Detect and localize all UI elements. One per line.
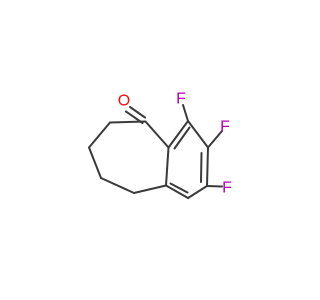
bond-c1-c9a (165, 184, 189, 199)
fluorine-atom-label-mid: F (220, 119, 230, 136)
bond-c2-f (206, 185, 223, 188)
bond-c4a-c4 (167, 120, 189, 149)
bond-c4a-c5 (144, 120, 170, 149)
bond-c2-c1 (187, 185, 208, 199)
bond-c9-c9a (133, 184, 167, 194)
bond-c3-f (207, 130, 223, 149)
bond-c7-c8 (88, 146, 102, 179)
bond-aromatic-inner-2 (200, 152, 203, 183)
bond-c6-c7 (88, 121, 111, 149)
bond-c4-f (182, 104, 189, 122)
bond-aromatic-inner-3 (169, 182, 189, 194)
fluorine-atom-label-bottom: F (222, 180, 232, 197)
molecule-structure: O F F F (88, 91, 232, 199)
bond-c9a-c4a (165, 146, 170, 187)
bond-c3-c2 (206, 146, 209, 187)
bond-c5-o-second (129, 106, 146, 119)
bond-c5-c6 (109, 120, 147, 124)
oxygen-atom-label: O (118, 93, 130, 110)
bond-group (88, 104, 223, 199)
bond-c8-c9 (100, 177, 135, 194)
bond-aromatic-inner-1 (173, 126, 191, 150)
fluorine-atom-label-top: F (176, 91, 186, 108)
bond-c4-c3 (187, 120, 209, 149)
atom-labels: O F F F (118, 91, 232, 197)
